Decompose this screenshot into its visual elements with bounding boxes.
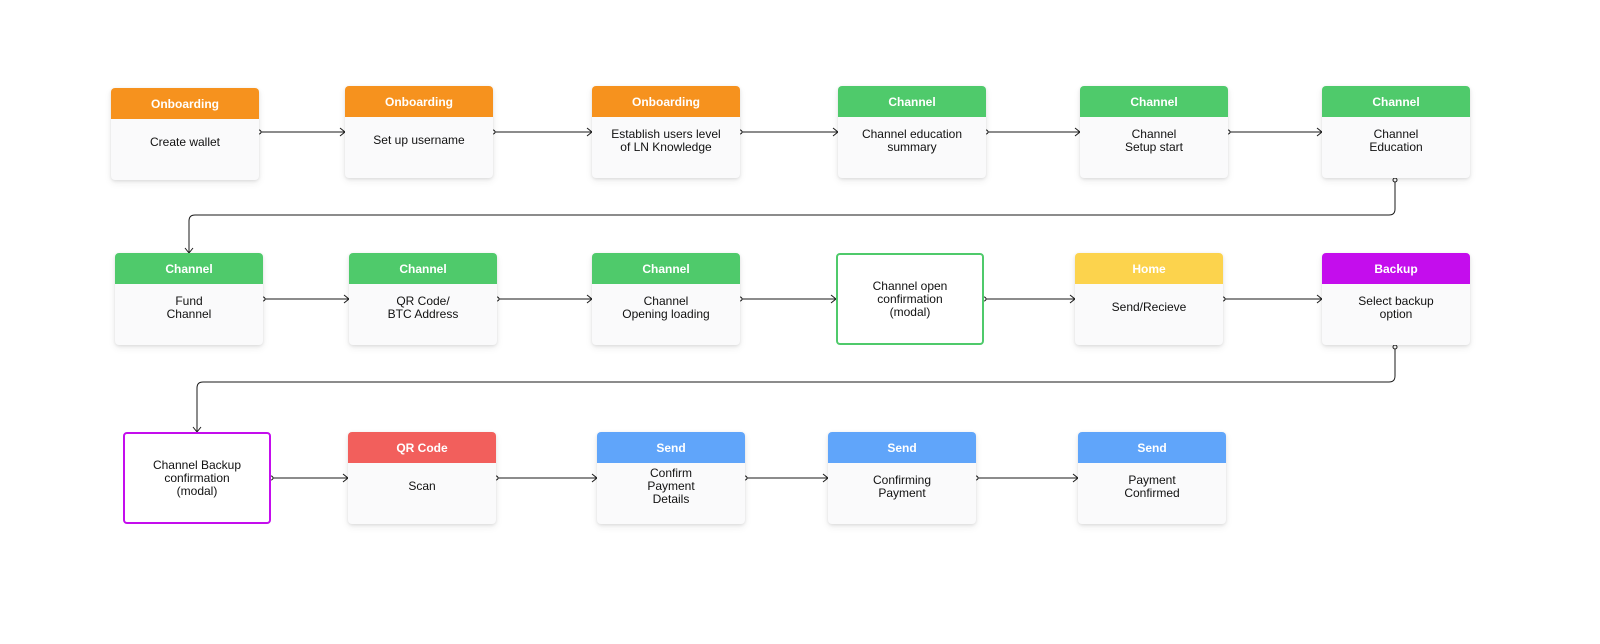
node-label: Channel education summary [861,126,963,154]
flow-node-channel-backup-confirmation-modal[interactable]: Channel Backup confirmation (modal) [123,432,271,524]
node-label: Set up username [373,133,465,147]
connector-start-dot [1392,177,1398,183]
flow-node-qr-code-btc-address[interactable]: Channel QR Code/ BTC Address [349,253,497,345]
node-label: Channel Opening loading [622,293,710,321]
node-label: Channel Backup confirmation (modal) [152,457,242,498]
node-label: Channel open confirmation (modal) [872,278,948,319]
node-category-header: Channel [592,253,740,284]
node-category-header: Send [828,432,976,463]
node-label: Establish users level of LN Knowledge [611,126,721,154]
node-label: Confirm Payment Details [647,466,695,506]
node-category-header: Channel [1322,86,1470,117]
node-category-header: Backup [1322,253,1470,284]
node-label: Payment Confirmed [1124,472,1180,500]
node-category-header: Channel [115,253,263,284]
node-label: Confirming Payment [872,472,932,500]
node-label: Create wallet [149,135,221,149]
node-category-header: Send [1078,432,1226,463]
node-category-header: Onboarding [111,88,259,119]
node-category-header: Send [597,432,745,463]
connector-wrap-line [196,347,1396,432]
node-category-header: Onboarding [345,86,493,117]
node-label: Channel Setup start [1124,126,1184,154]
node-label: Select backup option [1358,293,1434,321]
node-label: Scan [408,479,436,493]
connector-wrap-line [188,180,1396,253]
node-label: QR Code/ BTC Address [387,293,459,321]
node-label: Send/Recieve [1111,300,1187,314]
flow-node-channel-open-confirmation-modal[interactable]: Channel open confirmation (modal) [836,253,984,345]
node-category-header: Onboarding [592,86,740,117]
connector-start-dot [1392,344,1398,350]
node-label: Fund Channel [166,293,212,321]
node-category-header: QR Code [348,432,496,463]
node-category-header: Channel [838,86,986,117]
node-category-header: Home [1075,253,1223,284]
node-category-header: Channel [349,253,497,284]
node-category-header: Channel [1080,86,1228,117]
node-label: Channel Education [1369,126,1423,154]
